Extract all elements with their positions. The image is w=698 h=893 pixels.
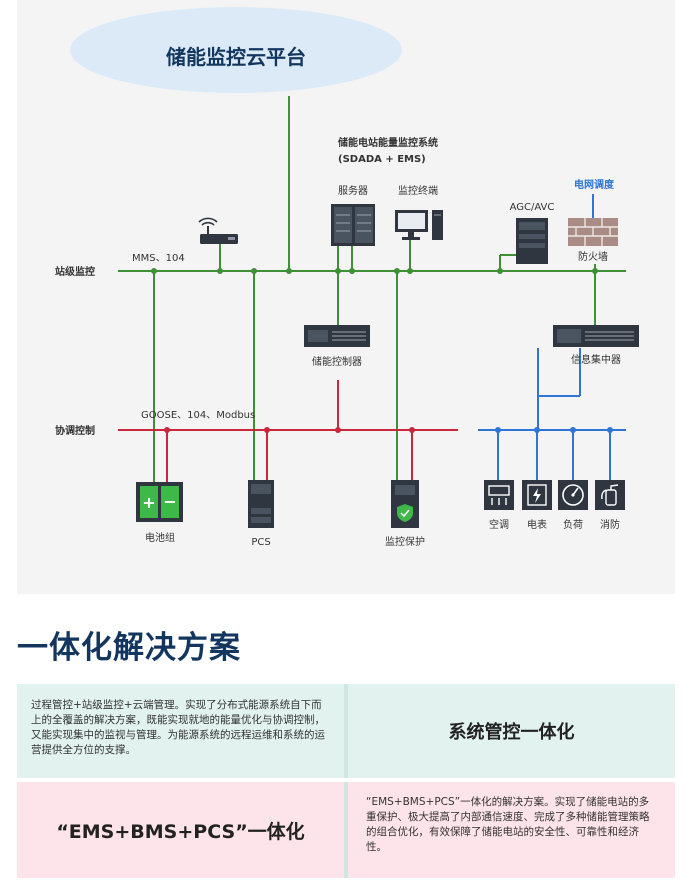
svg-text:−: − [163, 492, 176, 511]
monitor-protection-icon [391, 480, 419, 528]
system-integration-heading: 系统管控一体化 [448, 722, 575, 743]
cloud-platform-title: 储能监控云平台 [166, 45, 306, 69]
system-title-line2: (SDADA + EMS) [338, 154, 426, 165]
sensor-bus-nodes [495, 427, 613, 433]
info-concentrator-label: 信息集中器 [571, 353, 621, 366]
system-integration-heading-cell: 系统管控一体化 [348, 684, 675, 778]
coord-protocol-label: GOOSE、104、Modbus [141, 410, 255, 421]
station-bus-lines [118, 96, 626, 482]
solution-grid: 过程管控+站级监控+云端管理。实现了分布式能源系统自下而上的全覆盖的解决方案，既… [17, 684, 675, 878]
ems-bms-pcs-description-cell: “EMS+BMS+PCS”一体化的解决方案。实现了储能电站的多重保护、极大提高了… [348, 782, 675, 878]
ac-label: 空调 [489, 518, 509, 531]
meter-label: 电表 [527, 518, 547, 531]
electric-meter-icon [522, 480, 552, 510]
terminal-label: 监控终端 [398, 184, 438, 197]
agc-avc-device-icon [516, 218, 548, 264]
coordination-bus-nodes [164, 427, 415, 433]
monitor-protection-label: 监控保护 [385, 535, 425, 548]
fire-extinguisher-icon [595, 480, 625, 510]
station-bus-nodes [151, 268, 598, 274]
storage-controller-label: 储能控制器 [312, 355, 362, 368]
sensor-bus-lines [478, 194, 626, 480]
cloud-platform-ellipse [70, 7, 402, 93]
ems-bms-pcs-heading-cell: “EMS+BMS+PCS”一体化 [17, 782, 344, 878]
grid-dispatch-label: 电网调度 [574, 178, 615, 191]
svg-text:+: + [142, 493, 155, 512]
system-title-line1: 储能电站能量监控系统 [337, 136, 438, 149]
solution-section-title: 一体化解决方案 [17, 630, 241, 666]
coord-bus-label: 协调控制 [55, 424, 95, 437]
load-label: 负荷 [563, 518, 583, 531]
process-control-description-cell: 过程管控+站级监控+云端管理。实现了分布式能源系统自下而上的全覆盖的解决方案，既… [17, 684, 344, 778]
pcs-cabinet-icon [248, 480, 274, 528]
info-concentrator-icon [553, 325, 639, 347]
battery-pack-icon: + − [136, 482, 183, 522]
agc-avc-label: AGC/AVC [510, 202, 555, 213]
ems-bms-pcs-description: “EMS+BMS+PCS”一体化的解决方案。实现了储能电站的多重保护、极大提高了… [366, 796, 650, 853]
ems-bms-pcs-heading: “EMS+BMS+PCS”一体化 [56, 820, 305, 843]
server-label: 服务器 [338, 184, 368, 197]
coordination-bus-lines [118, 380, 458, 482]
architecture-diagram: 储能监控云平台 [55, 7, 639, 548]
firewall-label: 防火墙 [578, 250, 608, 263]
storage-controller-icon [304, 325, 370, 347]
process-control-description: 过程管控+站级监控+云端管理。实现了分布式能源系统自下而上的全覆盖的解决方案，既… [31, 699, 325, 756]
grid-horizontal-divider [17, 778, 675, 782]
load-gauge-icon [558, 480, 588, 510]
fire-label: 消防 [600, 518, 620, 531]
monitor-terminal-icon [395, 210, 443, 240]
battery-label: 电池组 [145, 531, 175, 544]
station-bus-label: 站级监控 [55, 265, 95, 278]
pcs-label: PCS [251, 537, 270, 548]
server-icon [331, 204, 375, 246]
station-protocol-label: MMS、104 [132, 253, 185, 264]
air-conditioner-icon [484, 480, 514, 510]
firewall-icon [568, 218, 618, 246]
router-icon [198, 217, 238, 244]
